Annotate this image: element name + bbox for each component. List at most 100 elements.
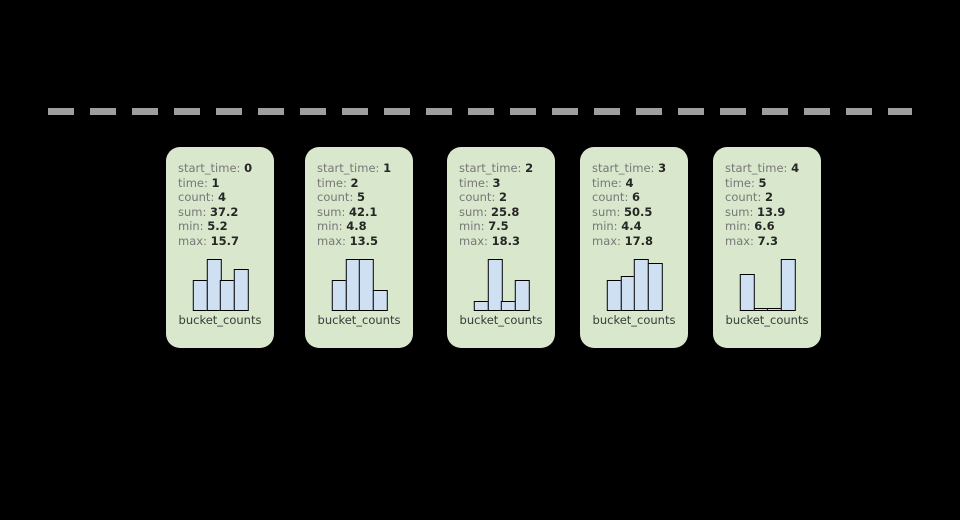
field-label-sum: sum: (459, 204, 488, 219)
metric-card[interactable]: start_time: 2 time: 3 count: 2 sum: 25.8… (447, 147, 555, 348)
field-sum: sum: 25.8 (459, 205, 555, 220)
field-count: count: 6 (592, 190, 688, 205)
histogram-bars (192, 259, 249, 311)
field-label-time: time: (317, 175, 347, 190)
field-max: max: 7.3 (725, 234, 821, 249)
histogram-bar (647, 263, 663, 311)
bucket-counts-histogram (447, 255, 555, 311)
field-value-count: 2 (498, 190, 507, 204)
metric-card[interactable]: start_time: 3 time: 4 count: 6 sum: 50.5… (580, 147, 688, 348)
histogram-bar (780, 259, 796, 311)
metric-card[interactable]: start_time: 4 time: 5 count: 2 sum: 13.9… (713, 147, 821, 348)
field-value-min: 7.5 (488, 219, 509, 233)
field-label-start-time: start_time: (178, 161, 241, 175)
field-value-start-time: 3 (658, 161, 667, 175)
field-time: time: 1 (178, 176, 274, 191)
field-label-max: max: (725, 233, 754, 248)
field-label-min: min: (725, 219, 751, 233)
bucket-counts-histogram (305, 255, 413, 311)
field-value-sum: 25.8 (491, 204, 520, 219)
histogram-bars (331, 259, 388, 311)
field-value-start-time: 4 (791, 161, 800, 175)
field-count: count: 5 (317, 190, 413, 205)
field-value-sum: 42.1 (349, 204, 378, 219)
field-label-min: min: (317, 219, 343, 233)
field-label-max: max: (317, 233, 346, 248)
card-fields: start_time: 1 time: 2 count: 5 sum: 42.1… (305, 161, 413, 248)
card-fields: start_time: 4 time: 5 count: 2 sum: 13.9… (713, 161, 821, 248)
field-sum: sum: 37.2 (178, 205, 274, 220)
field-count: count: 2 (459, 190, 555, 205)
field-time: time: 4 (592, 176, 688, 191)
field-value-max: 17.8 (624, 233, 653, 248)
field-value-time: 4 (625, 175, 634, 190)
field-count: count: 4 (178, 190, 274, 205)
field-label-count: count: (178, 190, 215, 204)
field-value-max: 13.5 (349, 233, 378, 248)
field-start-time: start_time: 1 (317, 161, 413, 176)
field-label-sum: sum: (317, 204, 346, 219)
field-start-time: start_time: 0 (178, 161, 274, 176)
histogram-bar (359, 259, 374, 311)
field-label-time: time: (459, 175, 489, 190)
field-value-time: 3 (492, 175, 501, 190)
field-label-max: max: (459, 233, 488, 248)
field-label-max: max: (178, 233, 207, 248)
field-label-sum: sum: (592, 204, 621, 219)
field-value-start-time: 0 (244, 161, 253, 175)
field-value-start-time: 2 (525, 161, 534, 175)
field-label-count: count: (317, 190, 354, 204)
metric-card[interactable]: start_time: 0 time: 1 count: 4 sum: 37.2… (166, 147, 274, 348)
histogram-caption: bucket_counts (592, 313, 676, 327)
histogram-bar (372, 290, 388, 311)
field-value-time: 5 (758, 175, 767, 190)
field-value-sum: 13.9 (757, 204, 786, 219)
field-value-max: 7.3 (757, 233, 778, 248)
field-max: max: 18.3 (459, 234, 555, 249)
field-label-count: count: (592, 190, 629, 204)
histogram-caption: bucket_counts (459, 313, 543, 327)
histogram-bar (514, 279, 530, 311)
field-label-time: time: (178, 175, 208, 190)
metric-card[interactable]: start_time: 1 time: 2 count: 5 sum: 42.1… (305, 147, 413, 348)
field-time: time: 2 (317, 176, 413, 191)
metric-card-row: start_time: 0 time: 1 count: 4 sum: 37.2… (166, 147, 826, 352)
field-label-sum: sum: (725, 204, 754, 219)
card-fields: start_time: 2 time: 3 count: 2 sum: 25.8… (447, 161, 555, 248)
field-value-min: 4.4 (621, 219, 642, 233)
card-fields: start_time: 3 time: 4 count: 6 sum: 50.5… (580, 161, 688, 248)
field-min: min: 4.4 (592, 219, 688, 234)
histogram-bar (233, 269, 249, 311)
field-label-sum: sum: (178, 204, 207, 219)
histogram-caption: bucket_counts (178, 313, 262, 327)
field-label-min: min: (592, 219, 618, 233)
field-value-sum: 37.2 (210, 204, 239, 219)
field-value-count: 2 (764, 190, 773, 204)
field-max: max: 15.7 (178, 234, 274, 249)
histogram-caption: bucket_counts (725, 313, 809, 327)
field-start-time: start_time: 3 (592, 161, 688, 176)
field-min: min: 7.5 (459, 219, 555, 234)
field-max: max: 17.8 (592, 234, 688, 249)
field-count: count: 2 (725, 190, 821, 205)
field-sum: sum: 50.5 (592, 205, 688, 220)
field-value-time: 1 (211, 175, 220, 190)
field-value-sum: 50.5 (624, 204, 653, 219)
field-label-start-time: start_time: (592, 161, 655, 175)
field-label-time: time: (592, 175, 622, 190)
bucket-counts-histogram (713, 255, 821, 311)
field-sum: sum: 42.1 (317, 205, 413, 220)
histogram-bar (487, 259, 503, 311)
bucket-counts-histogram (580, 255, 688, 311)
field-value-start-time: 1 (383, 161, 392, 175)
field-value-time: 2 (350, 175, 359, 190)
field-label-start-time: start_time: (725, 161, 788, 175)
field-sum: sum: 13.9 (725, 205, 821, 220)
field-label-count: count: (725, 190, 762, 204)
histogram-caption: bucket_counts (317, 313, 401, 327)
field-label-count: count: (459, 190, 496, 204)
field-label-time: time: (725, 175, 755, 190)
field-value-count: 4 (217, 190, 226, 204)
histogram-bar (739, 273, 755, 311)
field-time: time: 5 (725, 176, 821, 191)
